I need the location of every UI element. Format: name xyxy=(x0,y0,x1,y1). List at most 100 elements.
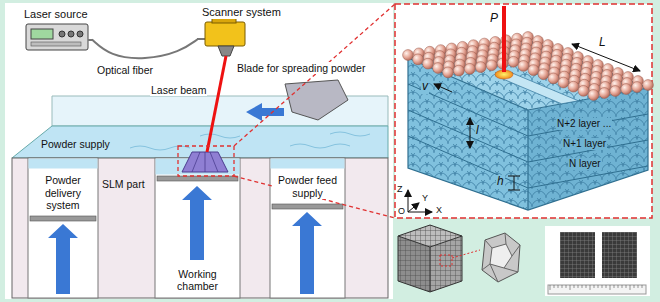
scanner-device xyxy=(197,17,245,56)
powder-particle xyxy=(643,80,654,91)
lattice-structure xyxy=(440,255,452,266)
machine-housing xyxy=(272,204,343,209)
powder-particle xyxy=(568,81,579,92)
powder-particle xyxy=(403,32,654,101)
lattice-structure xyxy=(398,236,430,292)
part-label: SLM part xyxy=(101,178,146,190)
left-panel xyxy=(5,3,393,299)
powder-particle xyxy=(443,67,454,78)
piston-arrow xyxy=(182,186,212,260)
node-text: Scanner system xyxy=(202,6,281,19)
ruler-tick xyxy=(550,285,642,290)
lattice-structure xyxy=(398,225,480,292)
laser-source-device xyxy=(59,31,65,37)
powder-particle xyxy=(558,77,569,88)
lattice-structure xyxy=(452,250,480,258)
powder-particle xyxy=(454,65,465,76)
inset-panel xyxy=(395,4,652,218)
powder-particle xyxy=(548,73,559,84)
laser-source-device xyxy=(26,24,88,50)
ruler-tick xyxy=(606,285,607,288)
laser-spot-beam xyxy=(504,6,505,72)
node-text: Powder feed supply xyxy=(274,174,341,199)
machine-housing xyxy=(30,216,96,221)
powder-particle xyxy=(621,84,632,95)
left-panel xyxy=(5,3,393,299)
powder-particle xyxy=(475,62,486,73)
zoom-callout xyxy=(178,146,234,176)
laser-source-box: Laser source xyxy=(20,6,92,54)
node-text: Powder delivery system xyxy=(32,174,94,212)
zoom-callout xyxy=(234,4,395,146)
powder-particle xyxy=(538,69,549,80)
printed-sample-photo xyxy=(560,232,595,278)
printed-sample-photo xyxy=(548,285,646,294)
ruler-tick xyxy=(622,285,623,288)
ruler-tick xyxy=(614,285,615,288)
axis-label: O xyxy=(397,206,406,216)
slm-part xyxy=(182,152,228,172)
edge-label: Optical fiber xyxy=(96,64,154,76)
scanner-device xyxy=(218,46,234,56)
ruler-tick xyxy=(590,285,591,290)
zoom-callout xyxy=(178,4,395,218)
ruler-tick xyxy=(642,285,643,288)
machine-housing xyxy=(130,132,370,150)
symbol-label: L xyxy=(598,36,607,50)
laser-beam xyxy=(207,56,226,152)
powder-particle xyxy=(433,63,444,74)
ruler-tick xyxy=(638,285,639,288)
unit-cell xyxy=(482,233,520,282)
machine-housing xyxy=(29,159,98,169)
laser-beam xyxy=(207,56,226,152)
node-text: Working chamber xyxy=(159,268,236,293)
powder-particle xyxy=(528,65,539,76)
layer-block xyxy=(408,40,648,210)
part-label: Blade for spreading powder xyxy=(236,62,366,74)
optical-fiber xyxy=(92,39,198,58)
powder-particle xyxy=(610,86,621,97)
ruler-tick xyxy=(578,285,579,288)
printed-sample-photo xyxy=(602,232,637,278)
symbol-label: v xyxy=(421,80,429,94)
machine-housing xyxy=(28,158,98,298)
powder-particle xyxy=(508,56,519,67)
powder-particle xyxy=(518,61,529,72)
piston-arrow xyxy=(48,224,78,294)
scanner-box: Scanner system xyxy=(198,4,285,54)
powder-particle xyxy=(578,85,589,96)
part-label: Laser beam xyxy=(150,84,207,96)
ruler-tick xyxy=(582,285,583,288)
powder-particle xyxy=(423,58,434,69)
layer-label: N+1 layer xyxy=(562,138,607,150)
machine-housing xyxy=(155,158,240,298)
piston-arrow xyxy=(292,212,322,294)
ruler-tick xyxy=(634,285,635,288)
lattice-structure xyxy=(398,236,430,292)
powder-particle xyxy=(632,82,643,93)
axis-label: Z xyxy=(396,184,404,194)
slm-part xyxy=(192,152,218,172)
powder-particle xyxy=(588,90,599,101)
spreading-blade xyxy=(285,80,348,120)
spreading-blade xyxy=(246,103,284,121)
powder-particle xyxy=(403,50,414,61)
coordinate-axes xyxy=(408,190,409,212)
machine-housing xyxy=(271,159,345,169)
powder-particle xyxy=(464,63,475,74)
ruler-tick xyxy=(626,285,627,288)
symbol-label: h xyxy=(496,175,505,189)
laser-source-device xyxy=(31,29,53,39)
powder-particle xyxy=(486,60,497,71)
layer-label: N+2 layer ... xyxy=(556,118,612,130)
powder-feed-column: Powder feed supply xyxy=(270,172,345,201)
ruler-tick xyxy=(574,285,575,288)
axis-label: X xyxy=(435,205,443,215)
ruler-tick xyxy=(618,285,619,288)
lattice-structure xyxy=(430,236,462,292)
part-label: Powder supply xyxy=(40,138,111,150)
printed-sample-photo xyxy=(560,232,595,278)
working-chamber-column: Working chamber xyxy=(155,266,240,295)
machine-housing xyxy=(270,158,345,298)
